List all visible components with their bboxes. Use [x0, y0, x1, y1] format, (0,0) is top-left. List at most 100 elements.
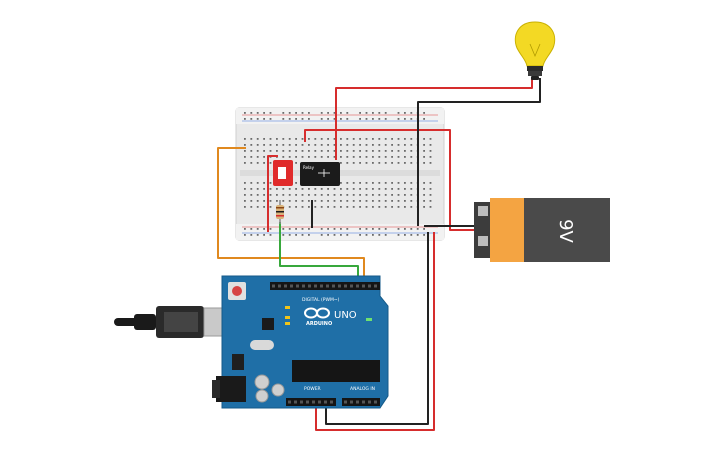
digital-header	[270, 282, 380, 290]
breadboard-hole	[263, 118, 265, 120]
breadboard-hole	[320, 228, 323, 230]
breadboard-hole	[295, 206, 297, 208]
breadboard-hole	[244, 162, 246, 164]
breadboard-hole	[365, 144, 368, 146]
breadboard-hole	[391, 150, 393, 152]
breadboard-hole	[340, 118, 342, 120]
breadboard-hole	[301, 228, 304, 230]
wire-gnd	[325, 232, 429, 425]
breadboard-hole	[352, 138, 355, 140]
breadboard-hole	[365, 156, 368, 158]
arduino-uno[interactable]: DIGITAL (PWM~) ARDUINO UNO POWER AN	[212, 275, 389, 409]
crystal	[250, 340, 274, 350]
breadboard-hole	[244, 156, 246, 158]
breadboard-hole	[256, 150, 259, 152]
breadboard-hole	[352, 194, 355, 196]
breadboard-hole	[384, 162, 387, 164]
breadboard-hole	[314, 194, 317, 196]
breadboard-hole	[295, 188, 297, 190]
breadboard-hole	[244, 182, 246, 184]
breadboard-hole	[384, 144, 387, 146]
breadboard-hole	[301, 112, 304, 114]
breadboard-hole	[423, 188, 425, 190]
breadboard-hole	[250, 144, 253, 146]
header-pin	[294, 400, 297, 404]
breadboard-hole	[372, 194, 374, 196]
breadboard-hole	[295, 234, 297, 236]
breadboard-hole	[327, 138, 329, 140]
breadboard-hole	[404, 228, 406, 230]
breadboard-hole	[410, 194, 413, 196]
breadboard-hole	[404, 138, 406, 140]
breadboard-hole	[276, 144, 278, 146]
wire-red-top	[304, 129, 474, 231]
breadboard-hole	[359, 182, 361, 184]
light-bulb[interactable]	[514, 21, 556, 80]
breadboard-hole	[340, 200, 342, 202]
breadboard-hole	[340, 112, 342, 114]
breadboard-hole	[365, 194, 368, 196]
wire-red-switch	[267, 155, 278, 232]
breadboard-hole	[314, 188, 317, 190]
capacitor-3	[271, 383, 285, 397]
breadboard-hole	[320, 156, 323, 158]
breadboard-hole	[333, 188, 336, 190]
header-pin	[314, 284, 317, 288]
breadboard-hole	[288, 144, 291, 146]
capacitor-1	[254, 374, 270, 390]
breadboard-hole	[295, 150, 297, 152]
breadboard-hole	[384, 138, 387, 140]
breadboard-hole	[244, 118, 246, 120]
breadboard-hole	[378, 112, 381, 114]
power-jack[interactable]	[216, 376, 246, 402]
breadboard-hole	[244, 200, 246, 202]
breadboard-hole	[308, 200, 310, 202]
breadboard-hole	[384, 206, 387, 208]
breadboard-hole	[346, 162, 349, 164]
breadboard-hole	[429, 182, 432, 184]
breadboard-hole	[359, 228, 361, 230]
breadboard-hole	[320, 188, 323, 190]
relay[interactable]: Relay	[300, 162, 340, 186]
resistor[interactable]	[276, 200, 284, 224]
breadboard-hole	[372, 228, 374, 230]
breadboard-hole	[365, 150, 368, 152]
breadboard-hole	[301, 150, 304, 152]
breadboard-hole	[359, 188, 361, 190]
breadboard-hole	[269, 200, 272, 202]
header-pin	[308, 284, 311, 288]
breadboard-hole	[359, 200, 361, 202]
breadboard-hole	[359, 118, 361, 120]
breadboard-hole	[346, 228, 349, 230]
breadboard-hole	[295, 194, 297, 196]
breadboard-hole	[250, 200, 253, 202]
breadboard-hole	[295, 144, 297, 146]
header-pin	[368, 400, 371, 404]
breadboard-hole	[263, 234, 265, 236]
arduino-logo-icon	[304, 307, 330, 319]
breadboard-hole	[378, 144, 381, 146]
breadboard-hole	[404, 150, 406, 152]
breadboard-hole	[250, 182, 253, 184]
breadboard-hole	[346, 150, 349, 152]
breadboard-hole	[256, 156, 259, 158]
breadboard-hole	[340, 206, 342, 208]
slide-switch[interactable]	[273, 160, 293, 186]
breadboard-hole	[429, 138, 432, 140]
breadboard-hole	[346, 118, 349, 120]
breadboard-hole	[410, 206, 413, 208]
breadboard-hole	[308, 150, 310, 152]
battery-9v[interactable]: 9V	[474, 198, 610, 262]
breadboard-hole	[320, 150, 323, 152]
breadboard-hole	[372, 112, 374, 114]
breadboard-hole	[333, 144, 336, 146]
breadboard-hole	[365, 188, 368, 190]
breadboard-hole	[327, 234, 329, 236]
breadboard-hole	[250, 118, 253, 120]
breadboard-hole	[244, 206, 246, 208]
breadboard-hole	[320, 138, 323, 140]
header-pin	[278, 284, 281, 288]
breadboard-hole	[378, 206, 381, 208]
breadboard-hole	[346, 194, 349, 196]
breadboard-hole	[288, 138, 291, 140]
